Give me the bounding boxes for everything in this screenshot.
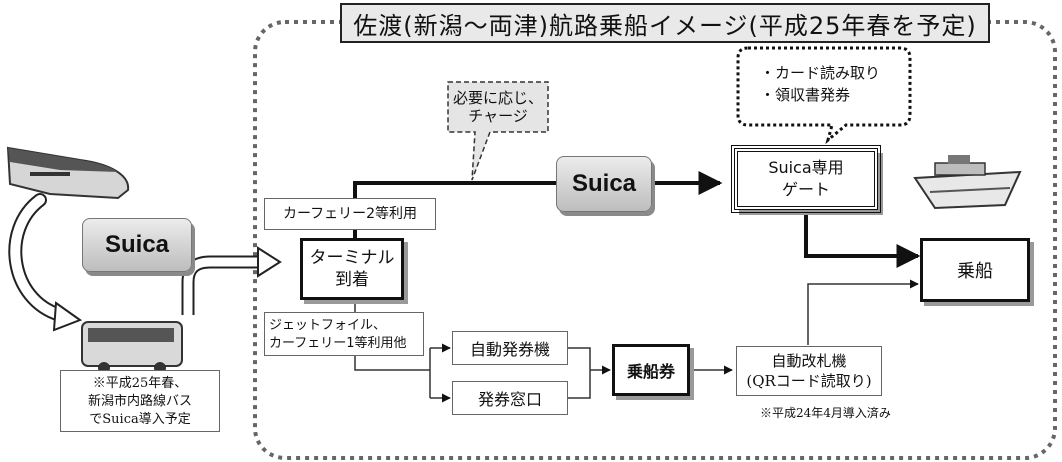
- jetfoil-label: ジェットフォイル、 カーフェリー1等利用他: [264, 312, 424, 356]
- ship-icon: [913, 155, 1022, 210]
- suica-card-left: Suica: [82, 218, 192, 272]
- jetfoil-line-2: カーフェリー1等利用他: [269, 336, 407, 351]
- bus-note-line-2: 新潟市内路線バス: [87, 394, 192, 409]
- bus-icon: [81, 321, 183, 374]
- auto-gate-box: 自動改札機 (QRコード読取り): [736, 346, 882, 396]
- terminal-line-2: 到着: [335, 270, 369, 290]
- machine-join: [568, 347, 591, 399]
- gate-callout: [736, 46, 912, 145]
- left-curve-head: [52, 301, 83, 332]
- car-ferry-2nd-label: カーフェリー2等利用: [264, 198, 436, 230]
- bus-to-terminal-head: [257, 246, 282, 278]
- bus-note-line-1: ※平成25年春、: [92, 376, 188, 391]
- gate-callout-text: ・カード読み取り ・領収書発券: [760, 62, 900, 112]
- bus-note-box: ※平成25年春、 新潟市内路線バス でSuica導入予定: [60, 370, 220, 432]
- auto-gate-note: ※平成24年4月導入済み: [760, 406, 891, 420]
- gate-callout-line-1: ・カード読み取り: [760, 64, 881, 82]
- terminal-line-1: ターミナル: [309, 248, 395, 268]
- charge-line-1: 必要に応じ、: [452, 89, 543, 107]
- train-icon: [6, 146, 130, 200]
- charge-line-2: チャージ: [468, 107, 528, 125]
- boarding-ticket-box: 乗船券: [612, 344, 690, 396]
- ticket-machine-box: 自動発券機: [452, 331, 568, 365]
- auto-gate-line-2: (QRコード読取り): [746, 372, 872, 390]
- jetfoil-line-1: ジェットフォイル、: [269, 318, 387, 333]
- suica-gate-box: Suica専用 ゲート: [731, 145, 881, 213]
- charge-callout-text: 必要に応じ、 チャージ: [448, 82, 548, 132]
- gate-callout-line-2: ・領収書発券: [760, 86, 851, 104]
- bus-note-line-3: でSuica導入予定: [89, 412, 191, 427]
- suica-card-main: Suica: [556, 156, 652, 212]
- bus-to-terminal-arrow: [181, 255, 262, 315]
- ticket-window-box: 発券窓口: [452, 381, 568, 415]
- gate-line-2: ゲート: [781, 180, 830, 199]
- autogate-to-boarding-arrow: [807, 279, 919, 345]
- gate-line-1: Suica専用: [768, 158, 844, 177]
- gate-to-boarding-line: [804, 210, 921, 268]
- charge-callout: [447, 81, 549, 181]
- boarding-box: 乗船: [920, 238, 1030, 302]
- page-title: 佐渡(新潟〜両津)航路乗船イメージ(平成25年春を予定): [340, 3, 990, 43]
- terminal-arrival-box: ターミナル 到着: [300, 238, 404, 300]
- auto-gate-line-1: 自動改札機: [771, 352, 847, 370]
